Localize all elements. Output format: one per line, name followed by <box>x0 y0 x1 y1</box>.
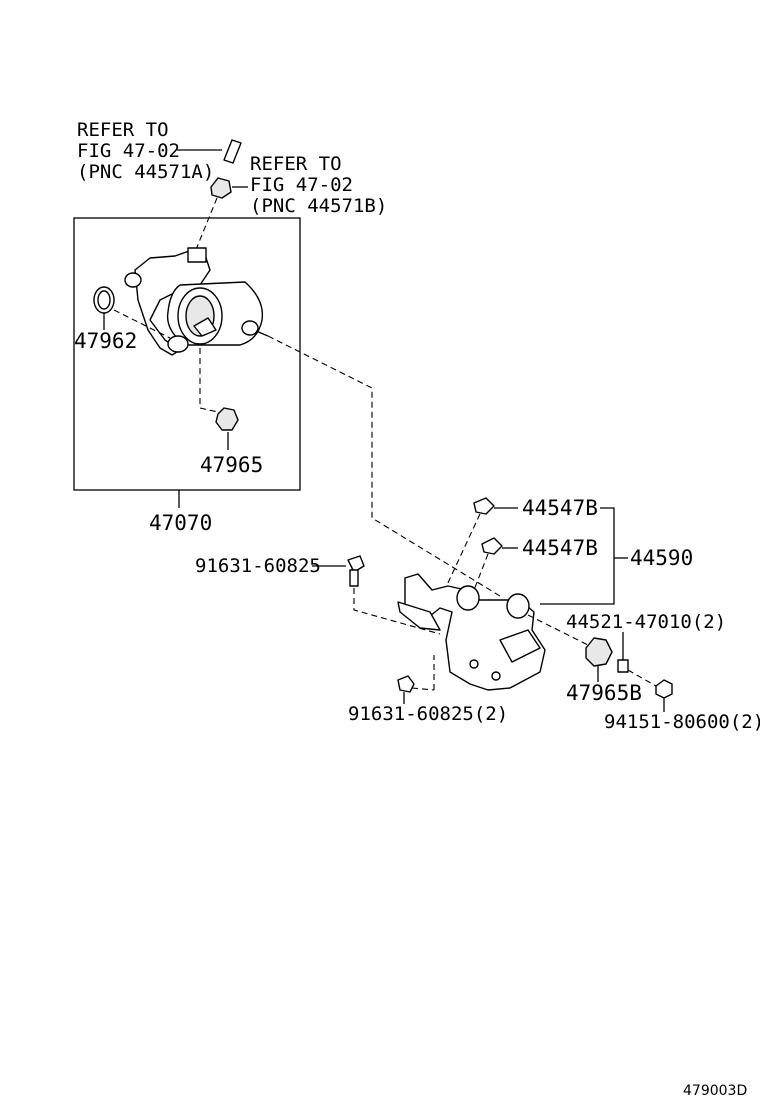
part-94151-label: 94151-80600(2) <box>604 711 760 733</box>
part-47070-label: 47070 <box>149 511 212 535</box>
hose-end-icon <box>223 139 242 164</box>
bolt-44547b-upper <box>439 497 518 601</box>
grommet-47965b-icon <box>585 637 613 667</box>
reference-a-line3: (PNC 44571A) <box>77 161 214 183</box>
grommet-icon <box>215 407 239 431</box>
bolt-91631-lower <box>397 655 435 704</box>
nut-icon <box>655 679 673 699</box>
reference-a-line2: FIG 47-02 <box>77 140 180 162</box>
reference-b-line3: (PNC 44571B) <box>250 195 387 217</box>
assembly-47070-box <box>73 217 301 491</box>
reference-b-line1: REFER TO <box>250 153 342 175</box>
part-44547b-upper-label: 44547B <box>522 496 598 520</box>
reference-b-line2: FIG 47-02 <box>250 174 353 196</box>
reference-a: REFER TO FIG 47-02 (PNC 44571A) <box>77 119 242 183</box>
bolt-91631-upper <box>312 555 441 635</box>
reference-a-line1: REFER TO <box>77 119 169 141</box>
reference-b: REFER TO FIG 47-02 (PNC 44571B) <box>210 153 387 217</box>
bolt-44547b-lower <box>473 537 518 591</box>
pump-motor-illustration <box>124 247 269 356</box>
part-44521-label: 44521-47010(2) <box>566 611 726 633</box>
part-47965b-label: 47965B <box>566 681 642 705</box>
part-47962-label: 47962 <box>74 329 137 353</box>
part-91631-lower-label: 91631-60825(2) <box>348 703 508 725</box>
part-47965-label: 47965 <box>200 453 263 477</box>
part-44547b-lower-label: 44547B <box>522 536 598 560</box>
bracket-illustration <box>397 573 546 691</box>
collar-icon <box>617 659 629 673</box>
part-91631-upper-label: 91631-60825 <box>195 555 321 577</box>
part-44590-label: 44590 <box>630 546 693 570</box>
figure-code: 479003D <box>683 1083 747 1099</box>
connector-icon <box>210 177 232 199</box>
